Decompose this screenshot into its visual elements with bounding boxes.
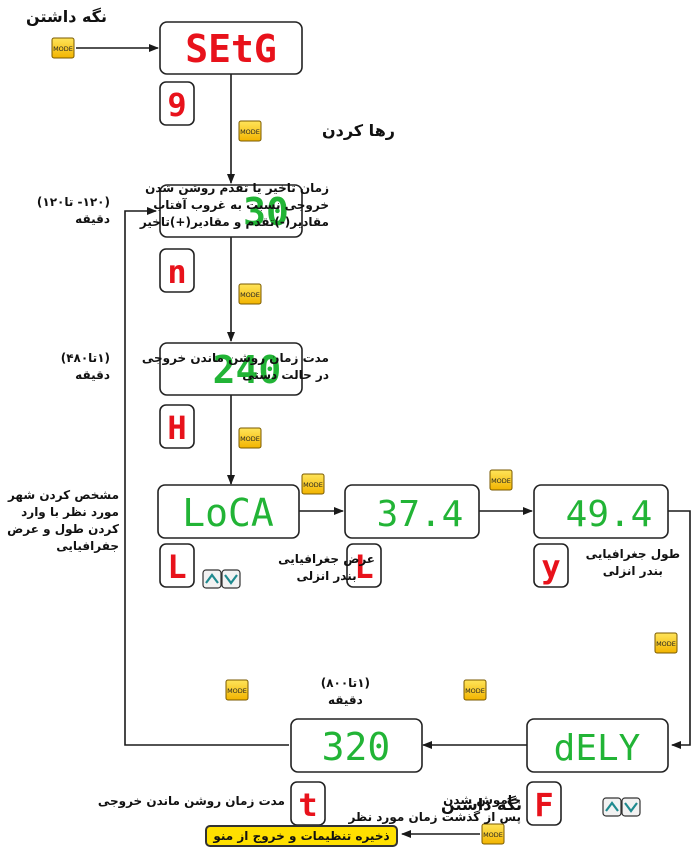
svg-text:9: 9 [167, 86, 186, 124]
svg-text:n: n [167, 253, 186, 291]
indicator-f: F [526, 781, 562, 826]
hold-label: نگه داشتن [26, 7, 107, 26]
svg-text:L: L [354, 548, 373, 586]
mode-key-label: MODE [227, 687, 247, 695]
mode-key-offset: MODE [238, 283, 262, 305]
flow-connectors [76, 44, 691, 838]
indicator-h: H [159, 404, 195, 449]
indicator-n: n [159, 248, 195, 293]
svg-text:L: L [167, 548, 186, 586]
mode-key-label: MODE [240, 128, 260, 136]
mode-key-label: MODE [483, 831, 503, 839]
off-description: خاموش شدن پس از گذشت زمان مورد نظر [348, 793, 521, 824]
display-setg-value: SEtG [185, 27, 277, 71]
mode-key-dely: MODE [463, 679, 487, 701]
mode-key-hold: MODE [51, 37, 75, 59]
manual-description: مدت زمان روشن ماندن خروجی در حالت دستی [141, 351, 329, 382]
indicator-l-latitude: L [346, 543, 382, 588]
display-delay-time-value: 320 [322, 725, 391, 769]
mode-key-label: MODE [240, 435, 260, 443]
display-setg: SEtG [159, 21, 303, 75]
city-description: مشخص کردن شهر مورد نظر با وارد کردن طول … [7, 488, 119, 553]
mode-key-label: MODE [656, 640, 676, 648]
display-longitude: 49.4 [533, 484, 669, 539]
indicator-t: t [290, 781, 326, 826]
svg-text:t: t [298, 786, 317, 824]
on-time-description: مدت زمان روشن ماندن خروجی [97, 794, 285, 808]
display-offset: 30 [159, 184, 303, 238]
mode-key-label: MODE [465, 687, 485, 695]
arrow-lon-to-dely [668, 510, 691, 749]
longitude-description: طول جغرافیایی بندر انزلی [585, 547, 680, 578]
display-loca-value: LoCA [182, 491, 274, 535]
svg-text:H: H [167, 409, 186, 447]
mode-key-label: MODE [491, 477, 511, 485]
display-dely: dELY [526, 718, 669, 773]
release-label: رها کردن [321, 121, 395, 140]
up-down-buttons-loca [202, 569, 241, 589]
display-manual-value: 240 [213, 348, 282, 392]
indicator-y: y [533, 543, 569, 588]
offset-range-note: (۱۲۰- تا۱۲۰) دقیقه [36, 195, 110, 226]
mode-key-label: MODE [240, 291, 260, 299]
mode-key-delay-time: MODE [225, 679, 249, 701]
display-delay-time: 320 [290, 718, 423, 773]
delay-range-note: (۱تا۸۰۰) دقیقه [320, 676, 370, 707]
down-arrow-icon [621, 797, 641, 817]
display-loca: LoCA [157, 484, 300, 539]
display-longitude-value: 49.4 [566, 494, 653, 535]
svg-text:F: F [534, 786, 553, 824]
display-manual: 240 [159, 342, 303, 396]
offset-description: زمان تاخیر یا تقدم روشن شدن خروجی نسبت ب… [139, 181, 329, 229]
display-offset-value: 30 [243, 190, 289, 234]
display-dely-value: dELY [554, 728, 641, 769]
indicator-g: 9 [159, 81, 195, 126]
save-and-exit-box: ذخیره تنظیمات و خروج از منو [205, 825, 398, 847]
down-arrow-icon [221, 569, 241, 589]
mode-key-longitude: MODE [654, 632, 678, 654]
mode-key-manual: MODE [238, 427, 262, 449]
arrow-loop-to-offset [124, 207, 289, 746]
up-arrow-icon [602, 797, 622, 817]
up-down-buttons-dely [602, 797, 641, 817]
up-arrow-icon [202, 569, 222, 589]
latitude-description: عرض جغرافیایی بندر انزلی [278, 552, 375, 583]
mode-key-latitude: MODE [489, 469, 513, 491]
manual-range-note: (۱تا۴۸۰) دقیقه [60, 351, 110, 382]
footer-hold-label: نگه داشتن [441, 795, 522, 814]
indicator-l-loca: L [159, 543, 195, 588]
mode-key-label: MODE [53, 45, 73, 53]
display-latitude-value: 37.4 [377, 494, 464, 535]
svg-text:y: y [541, 548, 560, 586]
mode-key-label: MODE [303, 481, 323, 489]
mode-key-save: MODE [481, 823, 505, 845]
mode-key-release: MODE [238, 120, 262, 142]
display-latitude: 37.4 [344, 484, 480, 539]
mode-key-loca: MODE [301, 473, 325, 495]
